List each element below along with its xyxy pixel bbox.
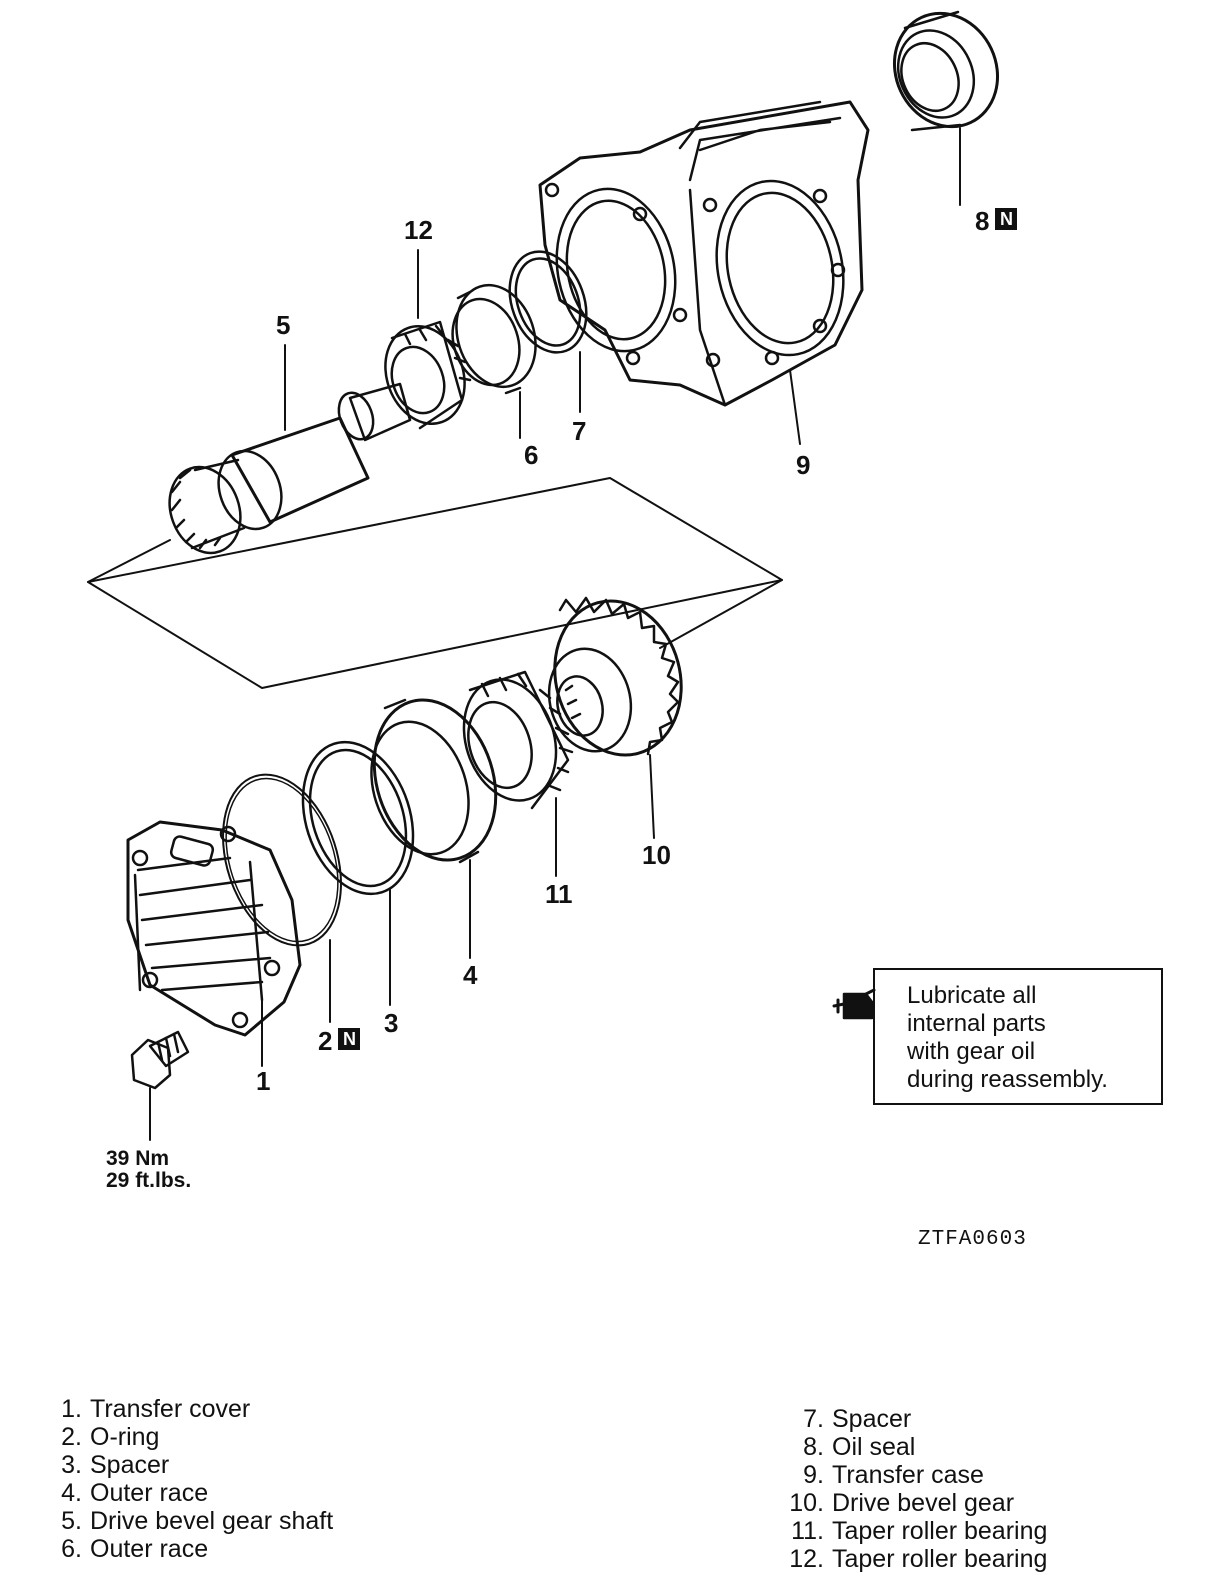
legend-num: 8. (803, 1433, 824, 1461)
torque-imperial: 29 ft.lbs. (106, 1169, 192, 1192)
legend-item: 11. Taper roller bearing (782, 1517, 1047, 1545)
callout-4: 4 (463, 960, 478, 990)
legend-label: Taper roller bearing (832, 1545, 1048, 1573)
legend-num: 5. (61, 1507, 82, 1535)
callout-10: 10 (642, 840, 671, 870)
legend-item: 2. O-ring (56, 1423, 333, 1451)
legend-num: 2. (61, 1423, 82, 1451)
transfer-cover-part (126, 820, 302, 1037)
legend-item: 4. Outer race (56, 1479, 333, 1507)
callout-7: 7 (572, 416, 587, 446)
legend-label: Spacer (90, 1451, 170, 1479)
parts-legend-left: 1. Transfer cover 2. O-ring 3. Spacer 4. Out… (56, 1395, 333, 1563)
legend-num: 12. (789, 1545, 824, 1573)
note-line-2: internal parts (907, 1010, 1046, 1037)
legend-num: 4. (61, 1479, 82, 1507)
drive-bevel-gear-shaft-part (168, 382, 412, 555)
torque-metric: 39 Nm (106, 1147, 170, 1170)
callout-1: 1 (256, 1066, 271, 1096)
upper-taper-roller-bearing-part (384, 320, 472, 430)
legend-item: 3. Spacer (56, 1451, 333, 1479)
bolt-part (130, 1030, 190, 1090)
lower-spacer-part (301, 740, 415, 896)
legend-item: 1. Transfer cover (56, 1395, 333, 1423)
lubrication-note: Lubricate all internal parts with gear o… (873, 968, 1163, 1105)
legend-item: 9. Transfer case (782, 1461, 1047, 1489)
legend-item: 5. Drive bevel gear shaft (56, 1507, 333, 1535)
callout-6: 6 (524, 440, 539, 470)
legend-label: Outer race (90, 1535, 209, 1563)
legend-num: 7. (803, 1405, 824, 1433)
legend-item: 8. Oil seal (782, 1433, 1047, 1461)
torque-spec: 39 Nm 29 ft.lbs. (106, 1148, 191, 1192)
callout-12: 12 (404, 215, 433, 245)
legend-item: 12. Taper roller bearing (782, 1545, 1047, 1573)
legend-label: Drive bevel gear (832, 1489, 1015, 1517)
parts-legend-right: 7. Spacer 8. Oil seal 9. Transfer case 10. D… (782, 1405, 1047, 1573)
legend-num: 3. (61, 1451, 82, 1479)
shaft-to-case-leader (87, 539, 783, 649)
legend-num: 11. (791, 1517, 824, 1545)
lower-taper-roller-bearing-part (462, 670, 574, 810)
legend-label: Outer race (90, 1479, 209, 1507)
legend-label: Transfer cover (90, 1395, 251, 1423)
callout-2-number: 2 (318, 1026, 333, 1056)
oil-can-icon (832, 988, 876, 1020)
oil-seal-part (892, 10, 1000, 132)
callout-11: 11 (545, 879, 573, 909)
figure-id: ZTFA0603 (918, 1228, 1027, 1251)
legend-num: 6. (61, 1535, 82, 1563)
legend-num: 10. (789, 1489, 824, 1517)
legend-item: 10. Drive bevel gear (782, 1489, 1047, 1517)
callout-5: 5 (276, 310, 291, 340)
o-ring-part (222, 773, 342, 947)
legend-label: Taper roller bearing (832, 1517, 1048, 1545)
note-line-3: with gear oil (907, 1038, 1036, 1065)
transfer-case-part (538, 100, 870, 407)
legend-label: Oil seal (832, 1433, 916, 1461)
callout-3: 3 (384, 1008, 399, 1038)
note-line-1: Lubricate all (907, 982, 1037, 1009)
upper-spacer-part (508, 250, 588, 354)
callout-9: 9 (796, 450, 811, 480)
legend-label: Spacer (832, 1405, 912, 1433)
lubrication-note-text: Lubricate all internal parts with gear o… (907, 982, 1108, 1094)
callout-8-number: 8 (975, 206, 990, 236)
note-line-4: during reassembly. (907, 1066, 1108, 1093)
legend-label: Drive bevel gear shaft (90, 1507, 334, 1535)
new-part-mark-8: N (995, 208, 1018, 230)
upper-outer-race-part (451, 283, 537, 395)
lower-outer-race-part (370, 698, 498, 864)
legend-num: 9. (803, 1461, 824, 1489)
leader-lines (149, 127, 961, 1141)
drive-bevel-gear-part (547, 596, 683, 757)
legend-item: 7. Spacer (782, 1405, 1047, 1433)
assembly-reference-frame (87, 477, 783, 689)
legend-label: O-ring (90, 1423, 160, 1451)
legend-label: Transfer case (832, 1461, 984, 1489)
new-part-mark-2: N (338, 1028, 361, 1050)
legend-num: 1. (61, 1395, 82, 1423)
legend-item: 6. Outer race (56, 1535, 333, 1563)
